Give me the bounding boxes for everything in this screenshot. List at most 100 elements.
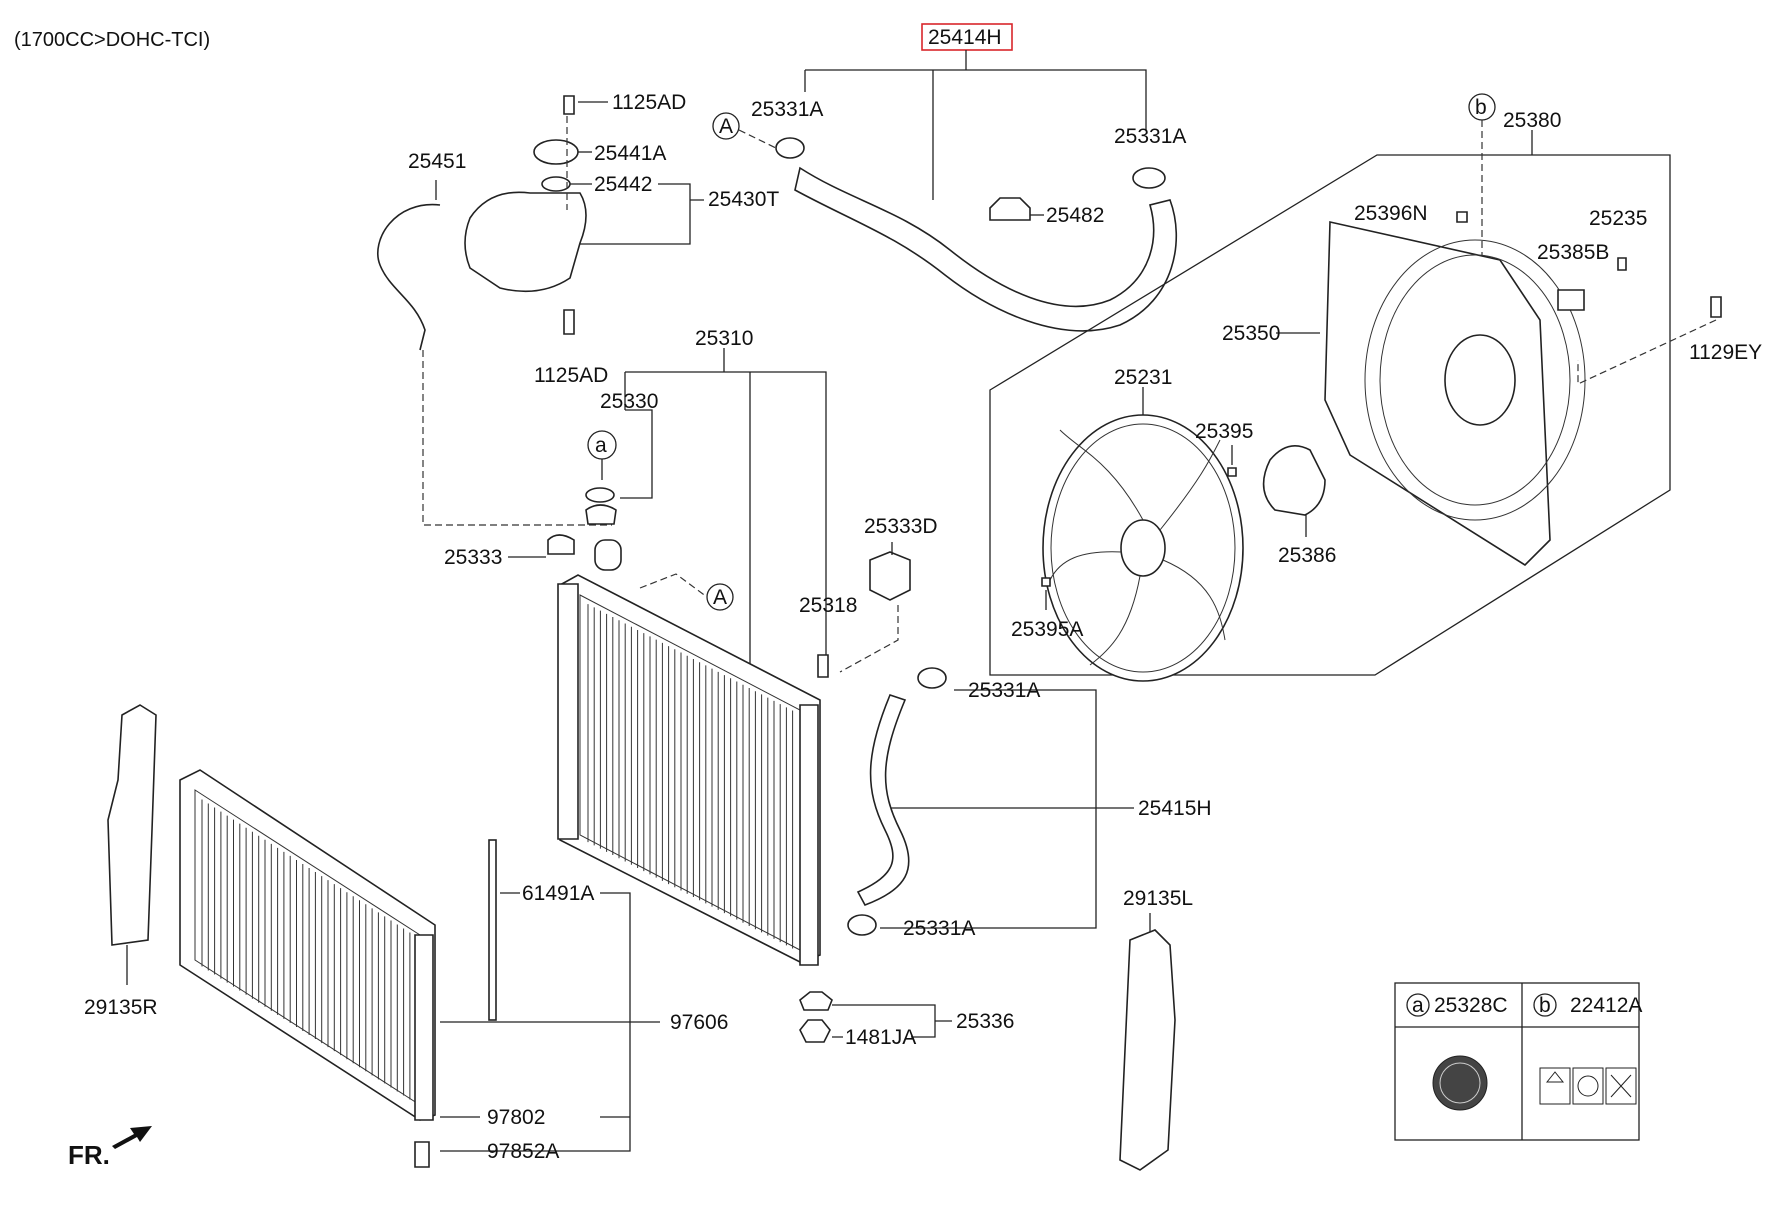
overflow-hose-dash bbox=[422, 350, 612, 526]
legend-part-22412A[interactable]: 22412A bbox=[1570, 994, 1642, 1017]
part-label-25331A-1[interactable]: 25331A bbox=[751, 98, 823, 121]
bolt-1125AD-bottom[interactable] bbox=[563, 309, 575, 335]
part-label-25430T[interactable]: 25430T bbox=[708, 188, 779, 211]
drain-cock-25336[interactable] bbox=[799, 991, 833, 1011]
cooling-fan-25231[interactable] bbox=[1042, 414, 1244, 682]
part-label-25442[interactable]: 25442 bbox=[594, 173, 652, 196]
callout-A-mid-dash bbox=[639, 573, 708, 598]
part-label-25350[interactable]: 25350 bbox=[1222, 322, 1280, 345]
fan-shroud-25350[interactable] bbox=[1324, 221, 1586, 567]
seal-61491A[interactable] bbox=[488, 839, 497, 1021]
resistor-25385B[interactable] bbox=[1557, 289, 1585, 311]
radiator-25310[interactable] bbox=[557, 574, 821, 966]
hand-warning-glyph bbox=[1577, 1075, 1599, 1097]
callout-a-letter: a bbox=[595, 434, 607, 457]
bolt-1129EY-dash bbox=[1577, 319, 1717, 385]
air-guard-29135L[interactable] bbox=[1119, 929, 1176, 1171]
leader-25430T bbox=[580, 183, 704, 245]
part-label-1125AD-bottom[interactable]: 1125AD bbox=[534, 364, 608, 387]
hose-clip-25482[interactable] bbox=[989, 197, 1031, 221]
part-label-25396N[interactable]: 25396N bbox=[1354, 202, 1428, 225]
part-label-25235[interactable]: 25235 bbox=[1589, 207, 1647, 230]
screw-25395[interactable] bbox=[1227, 467, 1237, 477]
part-label-25333[interactable]: 25333 bbox=[444, 546, 502, 569]
part-label-25330[interactable]: 25330 bbox=[600, 390, 658, 413]
leader-25414H bbox=[804, 50, 1147, 200]
part-label-25385B[interactable]: 25385B bbox=[1537, 241, 1609, 264]
warning-triangle-icon bbox=[1539, 1067, 1571, 1105]
legend-b-circle bbox=[1533, 993, 1557, 1017]
part-label-25414H[interactable]: 25414H bbox=[928, 26, 1002, 49]
hose-clamp-25331A-4[interactable] bbox=[847, 914, 877, 936]
callout-A-top-dash bbox=[738, 129, 781, 151]
lower-radiator-hose[interactable] bbox=[856, 694, 910, 906]
bracket-25333D[interactable] bbox=[869, 551, 911, 601]
legend-a-letter: a bbox=[1412, 994, 1424, 1017]
legend-table: a 25328C b 22412A bbox=[1394, 982, 1642, 1141]
part-label-25386[interactable]: 25386 bbox=[1278, 544, 1336, 567]
screw-25235[interactable] bbox=[1617, 257, 1627, 271]
condenser-97606[interactable] bbox=[179, 769, 436, 1121]
washer-1481JA[interactable] bbox=[799, 1019, 831, 1043]
part-label-25336[interactable]: 25336 bbox=[956, 1010, 1014, 1033]
radiator-filler-neck bbox=[594, 539, 622, 571]
highlight-box bbox=[921, 23, 1013, 51]
fan-assembly-outline bbox=[989, 154, 1671, 676]
part-label-97802[interactable]: 97802 bbox=[487, 1106, 545, 1129]
part-label-1125AD-top[interactable]: 1125AD bbox=[612, 91, 686, 114]
part-label-25415H[interactable]: 25415H bbox=[1138, 797, 1212, 820]
part-label-25331A-2[interactable]: 25331A bbox=[1114, 125, 1186, 148]
radiator-cap-seal[interactable] bbox=[585, 487, 615, 503]
upper-radiator-hose[interactable] bbox=[794, 166, 1177, 332]
callout-A-mid-letter: A bbox=[713, 586, 727, 609]
part-label-25451[interactable]: 25451 bbox=[408, 150, 466, 173]
front-direction-label: FR. bbox=[68, 1140, 110, 1170]
part-label-25333D[interactable]: 25333D bbox=[864, 515, 938, 538]
radiator-cap-25330[interactable] bbox=[585, 504, 617, 525]
part-label-25318[interactable]: 25318 bbox=[799, 594, 857, 617]
reservoir-cap-25441A[interactable] bbox=[533, 139, 579, 165]
hose-clamp-25331A-2[interactable] bbox=[1132, 167, 1166, 189]
part-label-25310[interactable]: 25310 bbox=[695, 327, 753, 350]
callout-A-top bbox=[712, 112, 740, 140]
receiver-cap-97852A[interactable] bbox=[414, 1141, 430, 1168]
part-label-25441A[interactable]: 25441A bbox=[594, 142, 666, 165]
part-label-29135L[interactable]: 29135L bbox=[1123, 887, 1193, 910]
callout-A-top-letter: A bbox=[719, 115, 733, 138]
legend-a-circle bbox=[1406, 993, 1430, 1017]
part-label-1481JA[interactable]: 1481JA bbox=[845, 1026, 916, 1049]
hose-clamp-25331A-3[interactable] bbox=[917, 667, 947, 689]
part-label-25331A-3[interactable]: 25331A bbox=[968, 679, 1040, 702]
bolt-1125AD-top[interactable] bbox=[563, 95, 575, 115]
coolant-reservoir-25430T[interactable] bbox=[464, 191, 587, 293]
part-label-1129EY[interactable]: 1129EY bbox=[1689, 341, 1762, 364]
air-guard-29135R[interactable] bbox=[107, 704, 157, 946]
part-label-25395A[interactable]: 25395A bbox=[1011, 618, 1083, 641]
part-label-97852A[interactable]: 97852A bbox=[487, 1140, 559, 1163]
fan-motor-25386[interactable] bbox=[1262, 444, 1326, 516]
leader-25330 bbox=[620, 409, 653, 499]
part-label-25231[interactable]: 25231 bbox=[1114, 366, 1172, 389]
leader-25336 bbox=[832, 1004, 952, 1038]
part-label-25331A-4[interactable]: 25331A bbox=[903, 917, 975, 940]
part-label-29135R[interactable]: 29135R bbox=[84, 996, 158, 1019]
leader-97606 bbox=[440, 892, 660, 1152]
hose-clamp-25331A-1[interactable] bbox=[775, 137, 805, 159]
clip-25396N[interactable] bbox=[1456, 211, 1468, 223]
overflow-hose-25451[interactable] bbox=[377, 203, 441, 351]
leader-25310 bbox=[624, 348, 827, 665]
part-label-25482[interactable]: 25482 bbox=[1046, 204, 1104, 227]
nut-25395A[interactable] bbox=[1041, 577, 1051, 587]
part-label-25395[interactable]: 25395 bbox=[1195, 420, 1253, 443]
warning-triangle-glyph bbox=[1545, 1071, 1565, 1083]
cap-seal-25442[interactable] bbox=[541, 176, 571, 192]
legend-part-25328C[interactable]: 25328C bbox=[1434, 994, 1508, 1017]
part-label-97606[interactable]: 97606 bbox=[670, 1011, 728, 1034]
part-label-61491A[interactable]: 61491A bbox=[522, 882, 594, 905]
cap-label-sticker-ring bbox=[1439, 1062, 1481, 1104]
part-label-25380[interactable]: 25380 bbox=[1503, 109, 1561, 132]
drain-plug-25318[interactable] bbox=[817, 654, 829, 678]
bolt-1129EY[interactable] bbox=[1710, 296, 1722, 318]
radiator-mount-25333[interactable] bbox=[547, 534, 575, 555]
engine-spec-header: (1700CC>DOHC-TCI) bbox=[14, 29, 210, 51]
